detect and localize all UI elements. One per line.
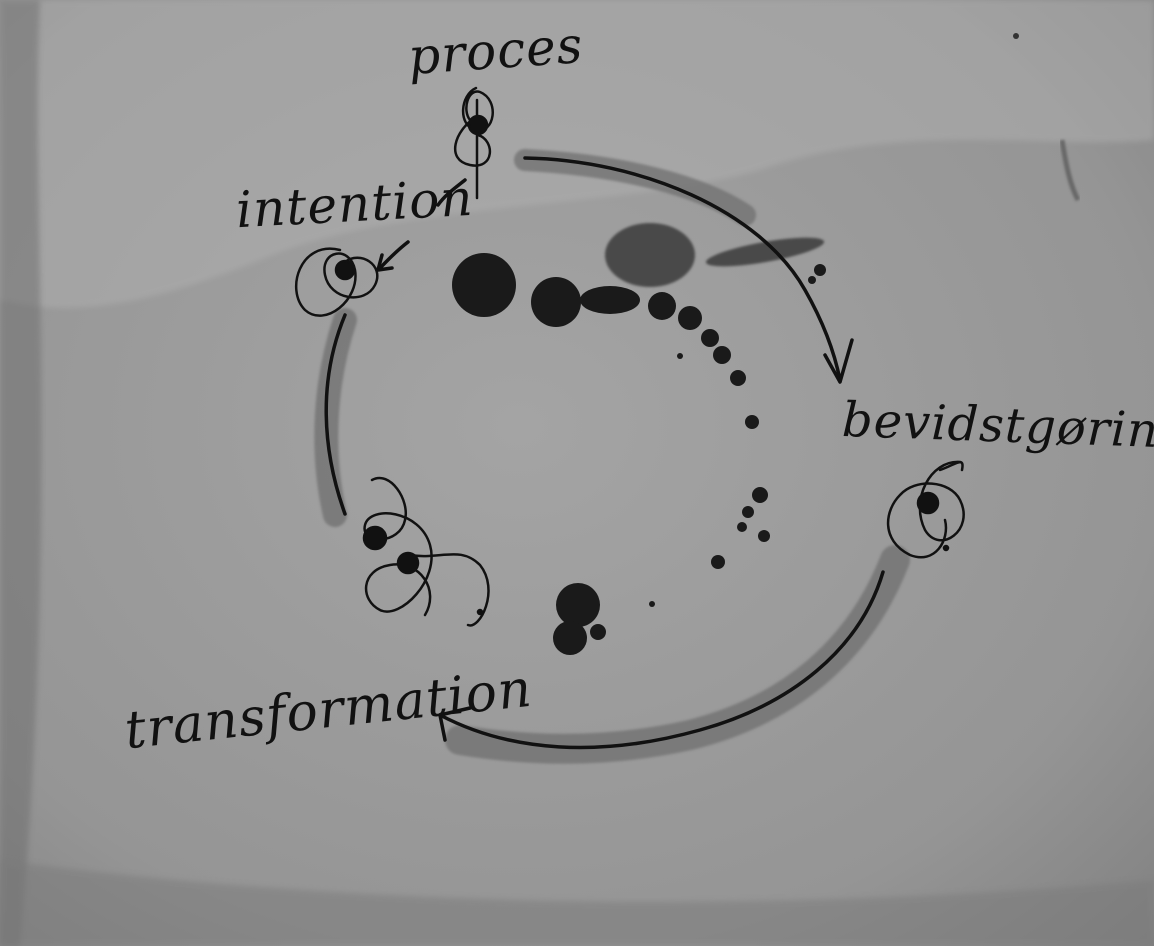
- ink-blot: [648, 292, 676, 320]
- scribble-transformation: [362, 476, 490, 627]
- ink-blot: [730, 370, 746, 386]
- ink-blot: [752, 487, 768, 503]
- ink-blot: [649, 601, 655, 607]
- scribble-intention: [295, 247, 379, 317]
- grey-blot: [705, 237, 825, 267]
- paper-shadow-left: [0, 0, 42, 946]
- wash-top-right: [514, 149, 756, 226]
- ink-blot: [814, 264, 826, 276]
- scribbles: [295, 86, 965, 627]
- arrow-intention-small: [378, 240, 410, 270]
- ink-blot: [677, 353, 683, 359]
- paper-crease: [1059, 139, 1081, 202]
- arrowhead-transformation: [438, 706, 472, 742]
- grey-blot: [605, 223, 695, 287]
- arrow-bevidstgoering-to-transformation: [438, 570, 885, 750]
- paper-shadow-bottom: [0, 860, 1154, 946]
- ink-blot: [580, 286, 640, 314]
- arrow-proces-to-bevidstgoering: [523, 156, 842, 382]
- ink-blot: [531, 277, 581, 327]
- ink-blot: [590, 624, 606, 640]
- ink-blot: [711, 555, 725, 569]
- node-label-proces: proces: [406, 15, 586, 87]
- arrowhead-intention-small: [376, 253, 394, 272]
- ink-blot: [742, 506, 754, 518]
- ink-blot: [701, 329, 719, 347]
- ink-blot: [713, 346, 731, 364]
- ink-blot: [678, 306, 702, 330]
- ink-blot: [808, 276, 816, 284]
- ink-blot: [452, 253, 516, 317]
- line-transformation-to-intention: [324, 313, 347, 516]
- paper-speck: [1013, 33, 1019, 39]
- scribble-proces: [453, 86, 494, 200]
- ink-blot: [745, 415, 759, 429]
- arrow-intention-to-proces: [436, 178, 467, 207]
- cycle-arrows: [324, 156, 885, 750]
- ink-blot: [556, 583, 600, 627]
- arrowhead-bevidstgoering: [823, 338, 854, 384]
- node-label-intention: intention: [234, 168, 475, 240]
- ink-blot: [553, 621, 587, 655]
- scribble-bevidstgoering: [886, 460, 965, 559]
- grey-ink-blots: [605, 223, 825, 287]
- ink-blots: [452, 253, 826, 655]
- ink-blot: [758, 530, 770, 542]
- ink-blot: [737, 522, 747, 532]
